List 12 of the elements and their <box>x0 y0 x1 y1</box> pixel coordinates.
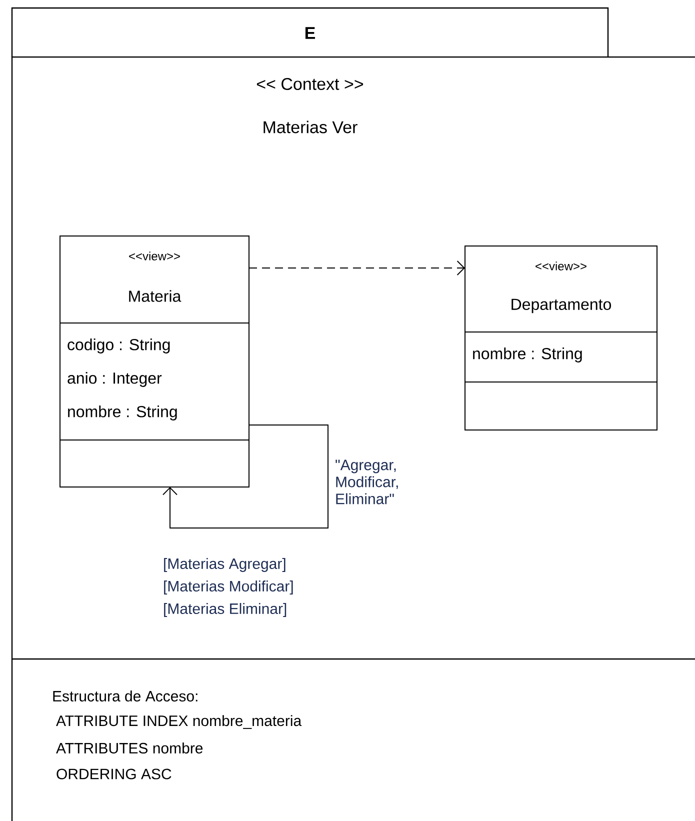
class-box: <<view>> Departamento nombre : String <box>464 246 658 430</box>
class-box: <<view>> Materia codigo : String anio : Integer nombre : String <box>60 236 250 488</box>
stereotype-label: << Context >> <box>256 78 364 90</box>
edge-label: "Agregar, Modificar, Eliminar" <box>336 460 398 504</box>
context-name: Materias Ver <box>264 120 358 134</box>
guard-label: [Materias Eliminar] <box>164 603 286 617</box>
dependency-arrow <box>248 260 465 276</box>
guard-label: [Materias Agregar] <box>164 558 286 572</box>
guard-label: [Materias Modificar] <box>164 580 293 594</box>
frame-tab: E <box>11 7 609 57</box>
self-loop-arrow <box>162 424 328 528</box>
access-structure-section: Estructura de Acceso: ATTRIBUTE INDEX nombre_materia ATTRIBUTES nombre ORDERING ASC <box>12 658 695 780</box>
